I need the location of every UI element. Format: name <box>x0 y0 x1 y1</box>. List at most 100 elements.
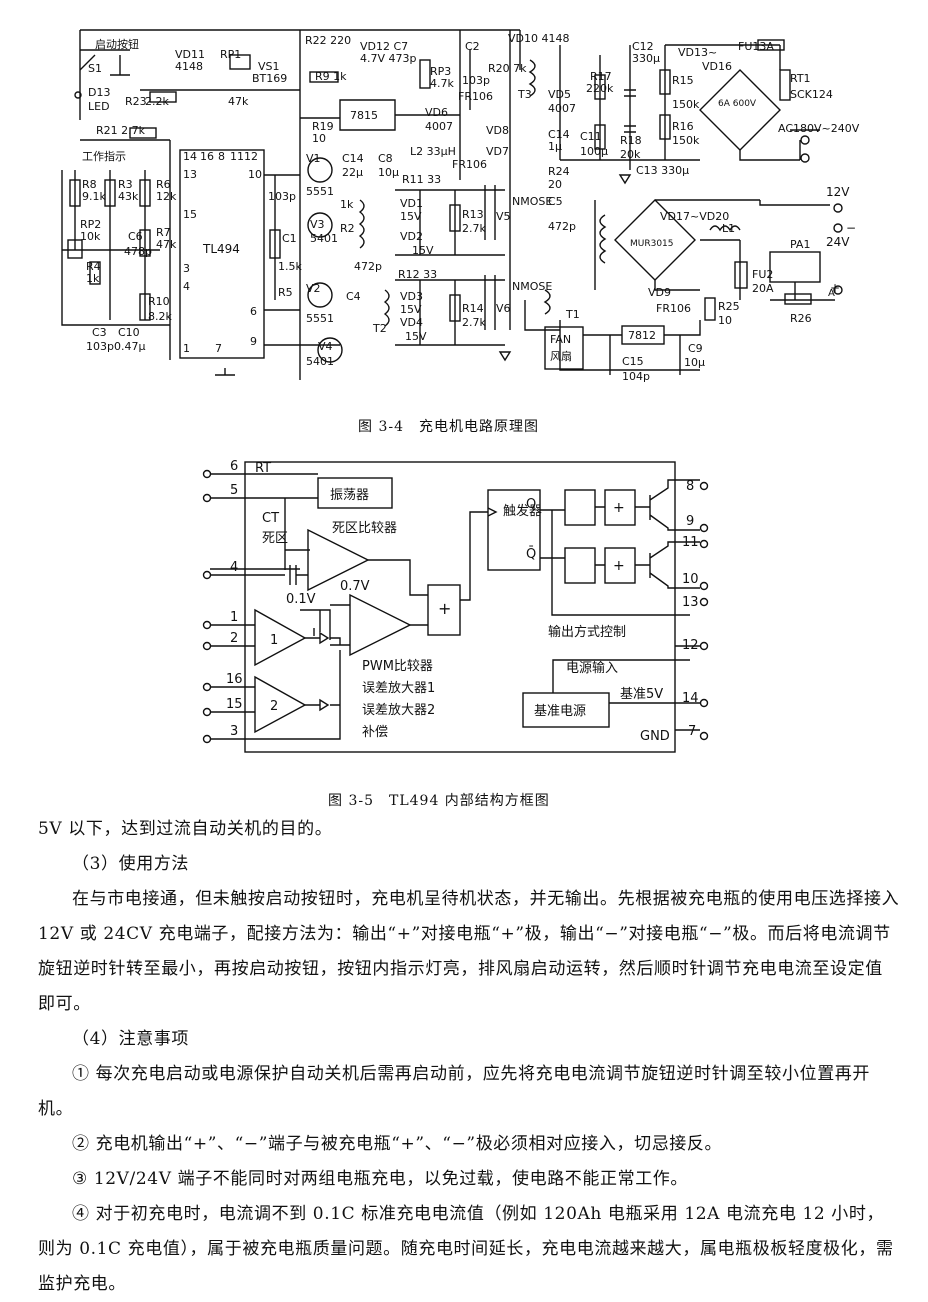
lbl-r13: R13 <box>462 208 484 221</box>
lbl-r16: R16 <box>672 120 694 133</box>
lbl-and-bottom: + <box>613 558 625 574</box>
lbl-r5: R5 <box>278 286 293 299</box>
lbl-v5: V5 <box>496 210 511 223</box>
figure-3-5-caption: 图 3-5 TL494 内部结构方框图 <box>328 793 550 809</box>
pin-9: 9 <box>686 514 694 529</box>
lbl-c13: C13 330μ <box>636 164 689 177</box>
lbl-pa1: PA1 <box>790 238 810 251</box>
ic-pin-16: 16 <box>200 150 214 163</box>
ic-pin-4: 4 <box>183 280 190 293</box>
lbl-r22: R22 220 <box>305 34 351 47</box>
ammeter-symbol: A <box>828 288 835 299</box>
lbl-r20: R20 7k <box>488 62 527 75</box>
pin-6: 6 <box>230 459 238 474</box>
lbl-r8v: 9.1k <box>82 190 106 203</box>
lbl-nmos2: NMOSE <box>512 280 552 293</box>
body-text: 5V 以下，达到过流自动关机的目的。 （3）使用方法 在与市电接通，但未触按启动… <box>38 812 900 1302</box>
lbl-0-7v: 0.7V <box>340 579 370 594</box>
lbl-err1: 误差放大器1 <box>362 681 435 696</box>
lbl-c15v: 104p <box>622 370 650 383</box>
lbl-r2: R2 <box>340 222 355 235</box>
lbl-vd6: VD6 <box>425 106 448 119</box>
pin-13: 13 <box>682 595 699 610</box>
lbl-7815: 7815 <box>350 109 378 122</box>
lbl-v6: V6 <box>496 302 511 315</box>
lbl-c3v: 103p <box>86 340 114 353</box>
pin-2: 2 <box>230 631 238 646</box>
lbl-c4: C4 <box>346 290 361 303</box>
lbl-rp1: RP1 <box>220 48 241 61</box>
lbl-c6v: 478p <box>124 245 152 258</box>
lbl-vd16: VD16 <box>702 60 732 73</box>
lbl-c12v: 330μ <box>632 52 660 65</box>
pin-7: 7 <box>688 724 696 739</box>
lbl-vd12v: 4.7V 473p <box>360 52 417 65</box>
lbl-r18: R18 <box>620 134 642 147</box>
lbl-vs1: VS1 <box>258 60 280 73</box>
lbl-sck: SCK124 <box>790 88 833 101</box>
lbl-r7v: 47k <box>156 238 177 251</box>
pin-1: 1 <box>230 610 238 625</box>
lbl-d13: D13 <box>88 86 110 99</box>
lbl-r24: R24 <box>548 165 570 178</box>
pin-14: 14 <box>682 691 699 706</box>
lbl-r12: R12 33 <box>398 268 437 281</box>
lbl-r3: R3 <box>118 178 133 191</box>
lbl-r5v: 1.5k <box>278 260 302 273</box>
lbl-fu2: FU2 <box>752 268 773 281</box>
ic-pin-14: 14 <box>183 150 197 163</box>
lbl-rp2v: 10k <box>80 230 101 243</box>
figure-3-4-caption: 图 3-4 充电机电路原理图 <box>358 419 539 435</box>
lbl-vd9: VD9 <box>648 286 671 299</box>
pin-5: 5 <box>230 483 238 498</box>
note-3: ③ 12V/24V 端子不能同时对两组电瓶充电，以免过载，使电路不能正常工作。 <box>72 1169 688 1189</box>
lbl-v4v: 5401 <box>306 355 334 368</box>
lbl-t1: T1 <box>565 308 580 321</box>
lbl-minus: − <box>846 221 856 235</box>
ic-pin-8: 8 <box>218 150 225 163</box>
pin-15: 15 <box>226 697 243 712</box>
lbl-c8v: 10μ <box>378 166 399 179</box>
lbl-amp1: 1 <box>270 633 278 648</box>
lbl-ct: CT <box>262 511 279 526</box>
lbl-r10: R10 <box>148 295 170 308</box>
ic-tl494-label: TL494 <box>202 242 240 256</box>
text-line0: 5V 以下，达到过流自动关机的目的。 <box>38 819 333 839</box>
lbl-c14b: C14 <box>342 152 364 165</box>
pin-11: 11 <box>682 535 699 550</box>
ic-pin-9: 9 <box>250 335 257 348</box>
paragraph-usage: 在与市电接通，但未触按启动按钮时，充电机呈待机状态，并无输出。先根据被充电瓶的使… <box>38 889 900 1014</box>
lbl-or-gate: + <box>438 599 451 618</box>
lbl-vd2: VD2 <box>400 230 423 243</box>
ic-pin-3: 3 <box>183 262 190 275</box>
lbl-gnd: GND <box>640 729 670 744</box>
lbl-r25v: 10 <box>718 314 732 327</box>
lbl-vref-box: 基准电源 <box>534 704 586 719</box>
lbl-r14v: 2.7k <box>462 316 486 329</box>
lbl-vd17: VD17~VD20 <box>660 210 729 223</box>
ic-pin-7: 7 <box>215 342 222 355</box>
lbl-c10v: 0.47μ <box>114 340 146 353</box>
lbl-c9v: 10μ <box>684 356 705 369</box>
lbl-v3v: 5401 <box>310 232 338 245</box>
lbl-c15: C15 <box>622 355 644 368</box>
lbl-r15v: 150k <box>672 98 700 111</box>
lbl-s1: S1 <box>88 62 102 75</box>
lbl-vd3v: 15V <box>400 303 422 316</box>
lbl-v1: V1 <box>306 152 321 165</box>
lbl-c3: C3 <box>92 326 107 339</box>
lbl-vd12: VD12 C7 <box>360 40 408 53</box>
lbl-v4: V4 <box>318 340 333 353</box>
lbl-c14: C14 <box>548 128 570 141</box>
lbl-c5: C5 <box>548 195 563 208</box>
lbl-r4: R4 <box>86 260 101 273</box>
lbl-c6: C6 <box>128 230 143 243</box>
lbl-rp1v: 47k <box>228 95 249 108</box>
ic-pin-15: 15 <box>183 208 197 221</box>
ic-pin-6: 6 <box>250 305 257 318</box>
lbl-r17v: 220k <box>586 82 614 95</box>
lbl-work: 工作指示 <box>82 149 126 163</box>
lbl-trigger: 触发器 <box>503 503 542 519</box>
lbl-comp: 补偿 <box>362 725 388 740</box>
lbl-bt169: BT169 <box>252 72 287 85</box>
